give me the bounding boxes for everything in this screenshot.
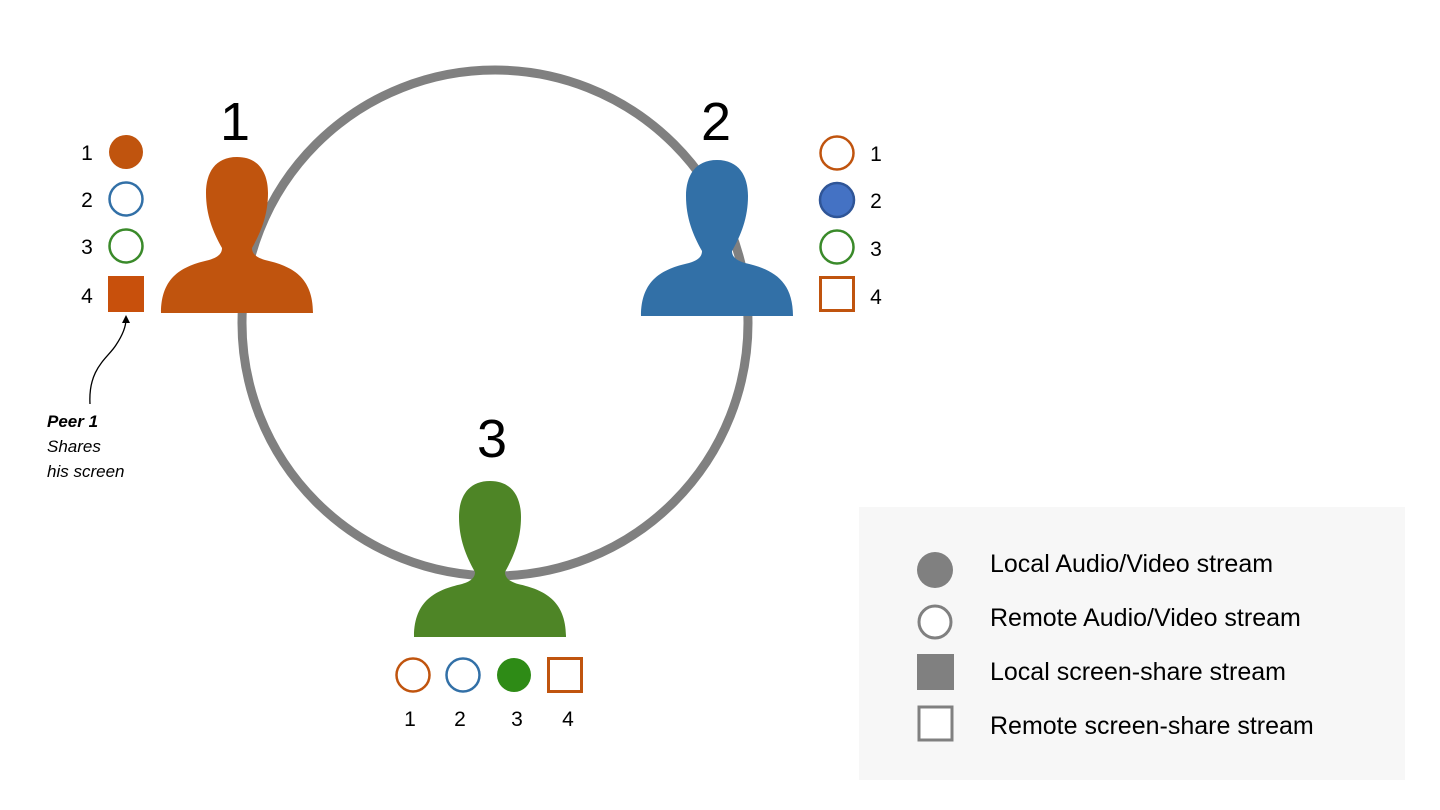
peer-3-stream-label: 4: [562, 708, 574, 731]
annotation-line: Shares: [47, 437, 101, 456]
peer-3-stream-label: 1: [404, 708, 416, 731]
local-av-icon: [109, 135, 143, 169]
peer-1-label: 1: [220, 92, 250, 152]
remote-av-icon: [395, 657, 431, 693]
stream-shape: [395, 657, 431, 693]
legend-label: Remote Audio/Video stream: [990, 604, 1301, 632]
legend-label: Local Audio/Video stream: [990, 550, 1273, 578]
stream-shape: [108, 181, 144, 217]
peer-2-stream-label: 1: [870, 143, 882, 166]
remote-av-icon: [445, 657, 481, 693]
stream-shape: [445, 657, 481, 693]
local-av-icon: [497, 658, 531, 692]
local-screen-legend-icon: [917, 654, 954, 690]
annotation-arrow: [89, 315, 130, 405]
local-av-icon: [818, 181, 856, 219]
stream-shape: [547, 657, 583, 693]
peer-2-streams: 1 2 3 4: [818, 135, 882, 312]
remote-av-icon: [108, 228, 144, 264]
stream-shape: [108, 276, 144, 312]
stream-shape: [108, 228, 144, 264]
peer-1-avatar-icon: [161, 157, 313, 313]
legend: Local Audio/Video stream Remote Audio/Vi…: [859, 507, 1405, 780]
peer-1-streams: 1 2 3 4: [81, 135, 144, 312]
peer-2-avatar-icon: [641, 160, 793, 316]
stream-shape: [497, 658, 531, 692]
peer-2-label: 2: [701, 92, 731, 152]
stream-shape: [819, 135, 855, 171]
peer-1-stream-label: 4: [81, 285, 93, 308]
peer-3-streams: 1 2 3 4: [395, 657, 583, 731]
peer-2-stream-label: 4: [870, 286, 882, 309]
stream-shape: [818, 181, 856, 219]
stream-shape: [819, 229, 855, 265]
local-av-legend-icon: [917, 552, 953, 588]
peer-2-stream-label: 3: [870, 238, 882, 261]
remote-av-legend-icon: [917, 604, 953, 640]
local-screen-icon: [108, 276, 144, 312]
annotation-title: Peer 1: [47, 412, 98, 431]
remote-screen-icon: [547, 657, 583, 693]
remote-av-icon: [108, 181, 144, 217]
stream-shape: [819, 276, 855, 312]
remote-av-icon: [819, 135, 855, 171]
peer-3-label: 3: [477, 409, 507, 469]
legend-label: Local screen-share stream: [990, 658, 1286, 686]
remote-av-icon: [819, 229, 855, 265]
peer-3-stream-label: 2: [454, 708, 466, 731]
peer-3-avatar-icon: [414, 481, 566, 637]
peer-3-stream-label: 3: [511, 708, 523, 731]
remote-screen-icon: [819, 276, 855, 312]
annotation-line: his screen: [47, 462, 124, 481]
peer-2-stream-label: 2: [870, 190, 882, 213]
stream-shape: [109, 135, 143, 169]
peer-1-stream-label: 2: [81, 189, 93, 212]
legend-label: Remote screen-share stream: [990, 712, 1314, 740]
peer-1-stream-label: 3: [81, 236, 93, 259]
peer-1-stream-label: 1: [81, 142, 93, 165]
remote-screen-legend-icon: [917, 705, 954, 742]
